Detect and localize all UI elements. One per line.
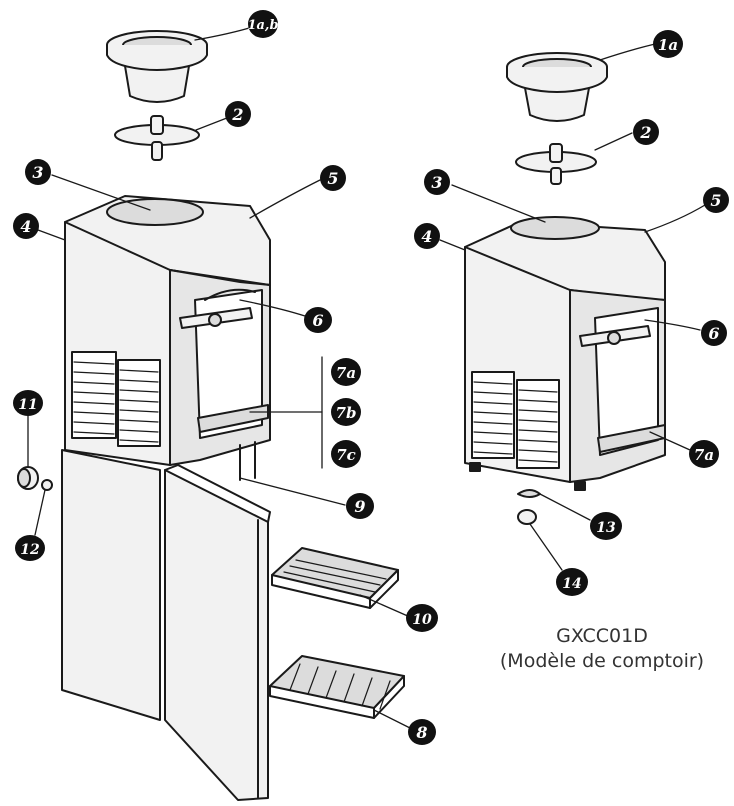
callout-14-right-text: 14 — [562, 576, 581, 592]
model-number: GXCC01D — [556, 625, 648, 647]
callout-6-right-text: 6 — [708, 324, 719, 343]
callout-1ab-text: 1a,b — [247, 18, 278, 33]
model-caption: GXCC01D (Modèle de comptoir) — [470, 624, 734, 674]
callout-7b-left: 7b — [331, 398, 361, 426]
callout-13-right: 13 — [590, 512, 622, 540]
left-dispenser-body — [61, 195, 271, 721]
callout-10-left-text: 10 — [412, 612, 432, 628]
callout-14-right: 14 — [556, 568, 588, 596]
callout-1a-right: 1a — [653, 30, 683, 58]
right-dispenser-body — [464, 216, 666, 491]
callout-6-left: 6 — [304, 307, 332, 333]
left-knob-parts — [17, 466, 53, 491]
callout-1ab: 1a,b — [247, 10, 279, 38]
callout-5-right: 5 — [703, 187, 729, 213]
callout-9-left-text: 9 — [354, 497, 365, 516]
callout-7a-left-text: 7a — [336, 364, 356, 382]
callout-8-left: 8 — [408, 719, 436, 745]
callout-1a-right-text: 1a — [658, 36, 678, 54]
callout-8-left-text: 8 — [415, 723, 427, 742]
model-subtitle: (Modèle de comptoir) — [499, 650, 705, 672]
callout-2-left: 2 — [225, 101, 251, 127]
right-leader-lines — [439, 43, 706, 571]
left-shelf-10 — [271, 547, 399, 609]
callout-5-left: 5 — [320, 165, 346, 191]
callout-3-left: 3 — [25, 159, 51, 185]
callout-6-right: 6 — [701, 320, 727, 346]
right-small-parts — [517, 489, 541, 525]
callout-7b-left-text: 7b — [336, 404, 357, 422]
left-reservoir-cup — [106, 30, 208, 103]
callout-4-left-text: 4 — [20, 217, 31, 236]
callout-6-left-text: 6 — [312, 311, 323, 330]
callout-9-left: 9 — [346, 493, 374, 519]
callout-5-left-text: 5 — [327, 169, 338, 188]
callout-5-right-text: 5 — [710, 191, 721, 210]
callout-2-right-text: 2 — [639, 123, 651, 142]
left-filter-plate — [114, 115, 200, 161]
callout-7a-left: 7a — [331, 358, 361, 386]
callout-10-left: 10 — [406, 604, 438, 632]
callout-2-right: 2 — [633, 119, 659, 145]
callout-11-left: 11 — [13, 390, 43, 416]
left-door — [164, 464, 271, 801]
right-filter-plate — [515, 143, 597, 185]
right-reservoir-cup — [506, 52, 608, 122]
left-tray-8 — [269, 655, 405, 719]
callout-12-left-text: 12 — [20, 542, 40, 558]
callout-11-left-text: 11 — [18, 397, 37, 413]
callout-3-left-text: 3 — [32, 163, 43, 182]
callout-7a-right: 7a — [689, 440, 719, 468]
callout-7c-left: 7c — [331, 440, 361, 468]
callout-2-left-text: 2 — [231, 105, 243, 124]
callout-12-left: 12 — [15, 535, 45, 561]
callout-4-left: 4 — [13, 213, 39, 239]
callout-3-right-text: 3 — [431, 173, 442, 192]
callout-4-right-text: 4 — [421, 227, 432, 246]
callout-4-right: 4 — [414, 223, 440, 249]
callout-7a-right-text: 7a — [694, 446, 714, 464]
callout-3-right: 3 — [424, 169, 450, 195]
callout-13-right-text: 13 — [596, 520, 616, 536]
callout-7c-left-text: 7c — [336, 446, 356, 464]
